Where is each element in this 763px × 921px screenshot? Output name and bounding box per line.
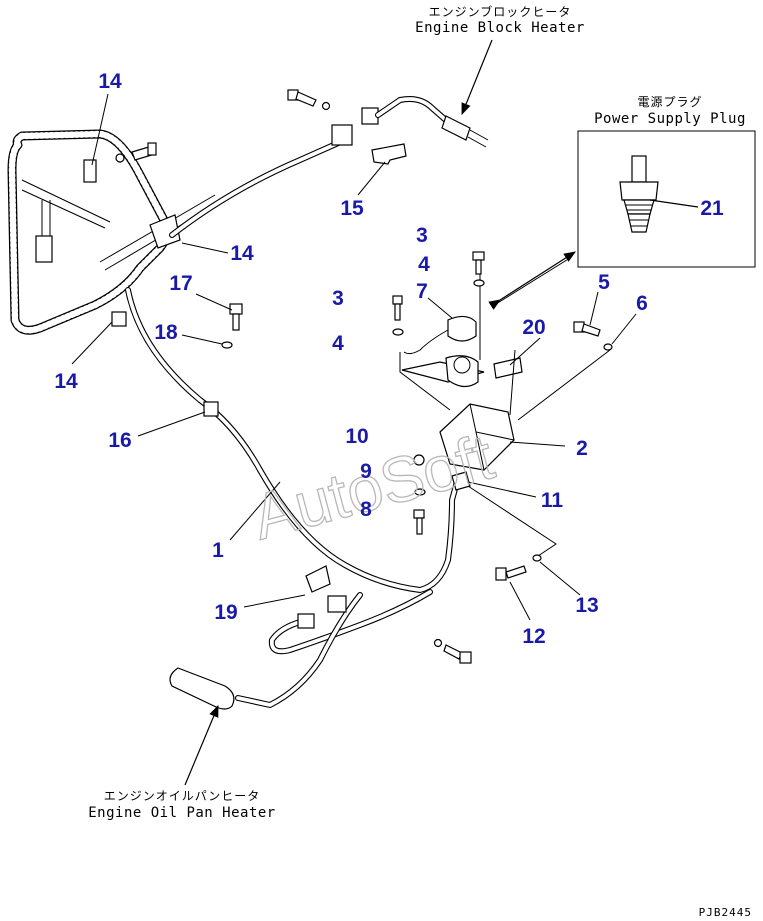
callout-3: 3 xyxy=(332,287,344,310)
callout-9: 9 xyxy=(360,460,372,483)
upper-cable xyxy=(169,137,348,238)
callout-18: 18 xyxy=(154,321,178,344)
bracket-15 xyxy=(371,143,407,165)
cap-chain xyxy=(403,329,449,355)
callout-1: 1 xyxy=(212,539,224,562)
callout-14: 14 xyxy=(98,70,122,93)
washer-18 xyxy=(221,341,233,349)
frame-bracket xyxy=(21,179,221,271)
receptacle-cap xyxy=(447,315,477,342)
bolt-near-clamp xyxy=(115,142,157,163)
engine-oil-pan-heater-label-en: Engine Oil Pan Heater xyxy=(88,805,276,821)
callout-13: 13 xyxy=(575,594,598,617)
washer-4-upper xyxy=(473,279,485,287)
callout-14: 14 xyxy=(230,242,254,265)
callout-12: 12 xyxy=(522,625,545,648)
callout-17: 17 xyxy=(169,272,192,295)
callout-14: 14 xyxy=(54,370,78,393)
connector-19a xyxy=(297,613,315,629)
callout-11: 11 xyxy=(541,489,564,512)
clamp-16 xyxy=(203,401,219,417)
bolt-5 xyxy=(573,321,601,337)
washer-9 xyxy=(414,488,426,496)
leader-lines xyxy=(71,93,637,621)
connector-19b xyxy=(327,595,347,613)
power-supply-plug-drawing xyxy=(619,155,659,233)
watermark: AutoSoft xyxy=(245,420,501,553)
block-heater-arrow xyxy=(461,39,493,116)
callout-21: 21 xyxy=(700,197,724,220)
bolt-12 xyxy=(495,565,527,581)
power-supply-plug-label-en: Power Supply Plug xyxy=(594,111,746,127)
callout-8: 8 xyxy=(360,498,372,521)
screw-3-lower xyxy=(392,295,403,321)
connector-upper xyxy=(331,124,353,146)
callout-15: 15 xyxy=(340,197,364,220)
callout-2: 2 xyxy=(576,437,588,460)
bolt-lower xyxy=(433,638,472,664)
bracket-19 xyxy=(305,565,331,593)
drawing-code: PJB2445 xyxy=(699,906,752,919)
callout-3: 3 xyxy=(416,224,428,247)
callout-7: 7 xyxy=(416,280,428,303)
receptacle xyxy=(445,355,479,388)
clamp-14-top xyxy=(83,159,97,183)
callout-19: 19 xyxy=(214,601,237,624)
oil-pan-heater xyxy=(169,667,235,710)
leader-21 xyxy=(649,199,699,208)
plug-link-arrow xyxy=(488,251,577,310)
clamp-11 xyxy=(451,471,471,491)
callout-4: 4 xyxy=(332,332,344,355)
callout-10: 10 xyxy=(345,425,368,448)
washer-6 xyxy=(603,343,613,351)
callout-6: 6 xyxy=(636,292,648,315)
screw-3-upper xyxy=(472,251,485,275)
callout-4: 4 xyxy=(418,253,430,276)
washer-10 xyxy=(413,454,425,466)
callout-20: 20 xyxy=(522,316,545,339)
bolt-17 xyxy=(229,303,243,331)
callout-16: 16 xyxy=(108,429,131,452)
washer-4-lower xyxy=(392,328,404,336)
engine-block-heater-label-en: Engine Block Heater xyxy=(415,20,585,36)
screw-8 xyxy=(413,509,425,535)
oil-pan-heater-arrow xyxy=(184,704,219,786)
clamp-14-lower xyxy=(111,311,127,327)
bolt-top xyxy=(287,89,331,111)
engine-block-heater-label-jp: エンジンブロックヒータ xyxy=(429,4,572,19)
washer-13 xyxy=(532,554,542,562)
engine-oil-pan-heater-label-jp: エンジンオイルパンヒータ xyxy=(104,789,261,803)
power-supply-plug-label-jp: 電源プラグ xyxy=(637,95,702,109)
plate-20 xyxy=(493,357,523,379)
block-heater-element xyxy=(441,115,471,141)
callout-5: 5 xyxy=(598,271,610,294)
power-supply-plug-inset xyxy=(577,130,756,268)
